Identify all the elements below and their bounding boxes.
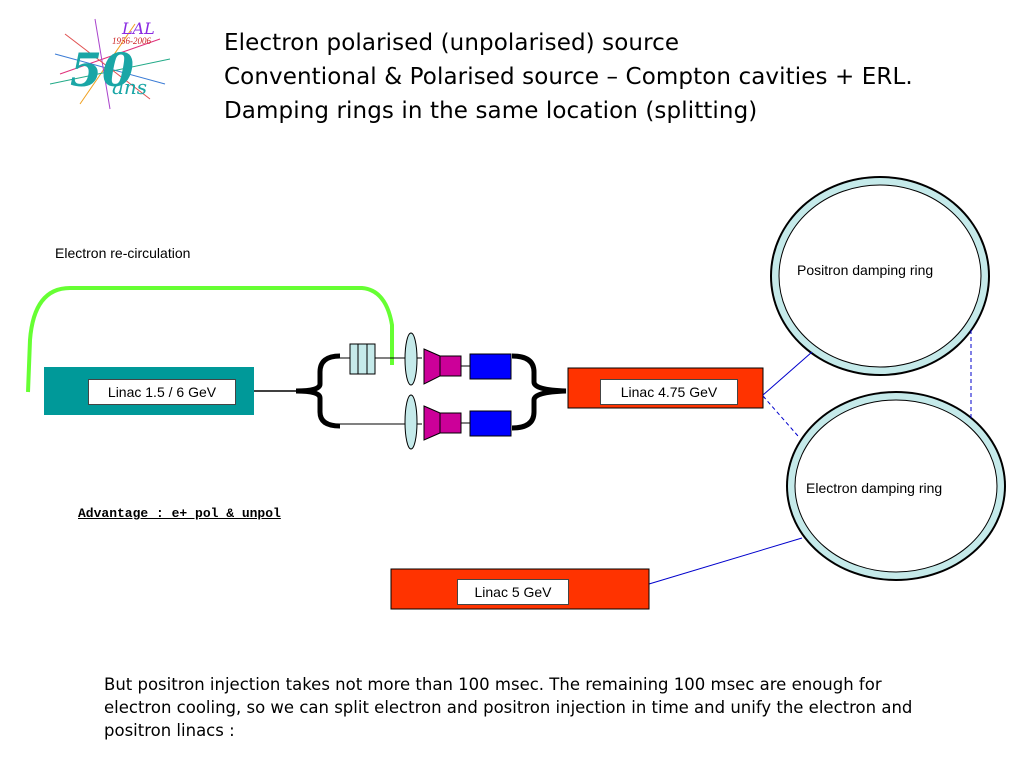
connector-bottom-to-electron-ring [648,537,803,585]
right-brace [511,353,567,431]
lens-lower [404,394,418,450]
linac-left-label: Linac 1.5 / 6 GeV [88,379,236,405]
linac-bottom-label: Linac 5 GeV [457,579,569,605]
advantage-note: Advantage : e+ pol & unpol [78,506,281,521]
capture-section-upper [469,353,512,380]
positron-damping-ring [770,176,990,376]
logo-years-text: 1956-2006 [112,36,151,46]
compton-cavity [349,343,376,375]
connector-mid-to-electron-ring-dashed [762,395,799,437]
electron-damping-ring [786,391,1006,581]
recirculation-path [26,286,394,393]
target-lower [423,405,462,441]
logo-lal-text: LAL [121,19,155,38]
logo-ans-text: ans [112,75,147,99]
target-upper [423,348,462,385]
positron-ring-label: Positron damping ring [797,262,934,278]
capture-section-lower [469,410,512,437]
bottom-paragraph: But positron injection takes not more th… [104,675,913,740]
title-line-1: Electron polarised (unpolarised) source [224,30,680,56]
logo-number-text: 50 [70,43,134,97]
lens-upper [404,332,418,386]
lal-50-ans-logo: LAL 1956-2006 50 ans [49,18,171,110]
connector-mid-to-positron-ring [762,351,813,396]
left-brace [295,353,341,429]
title-line-2: Conventional & Polarised source – Compto… [224,64,913,90]
title-line-3: Damping rings in the same location (spli… [224,98,758,124]
linac-mid-label: Linac 4.75 GeV [600,379,738,405]
logo-burst-lines [49,18,171,110]
electron-ring-label: Electron damping ring [806,480,943,496]
recirculation-label: Electron re-circulation [55,245,191,261]
